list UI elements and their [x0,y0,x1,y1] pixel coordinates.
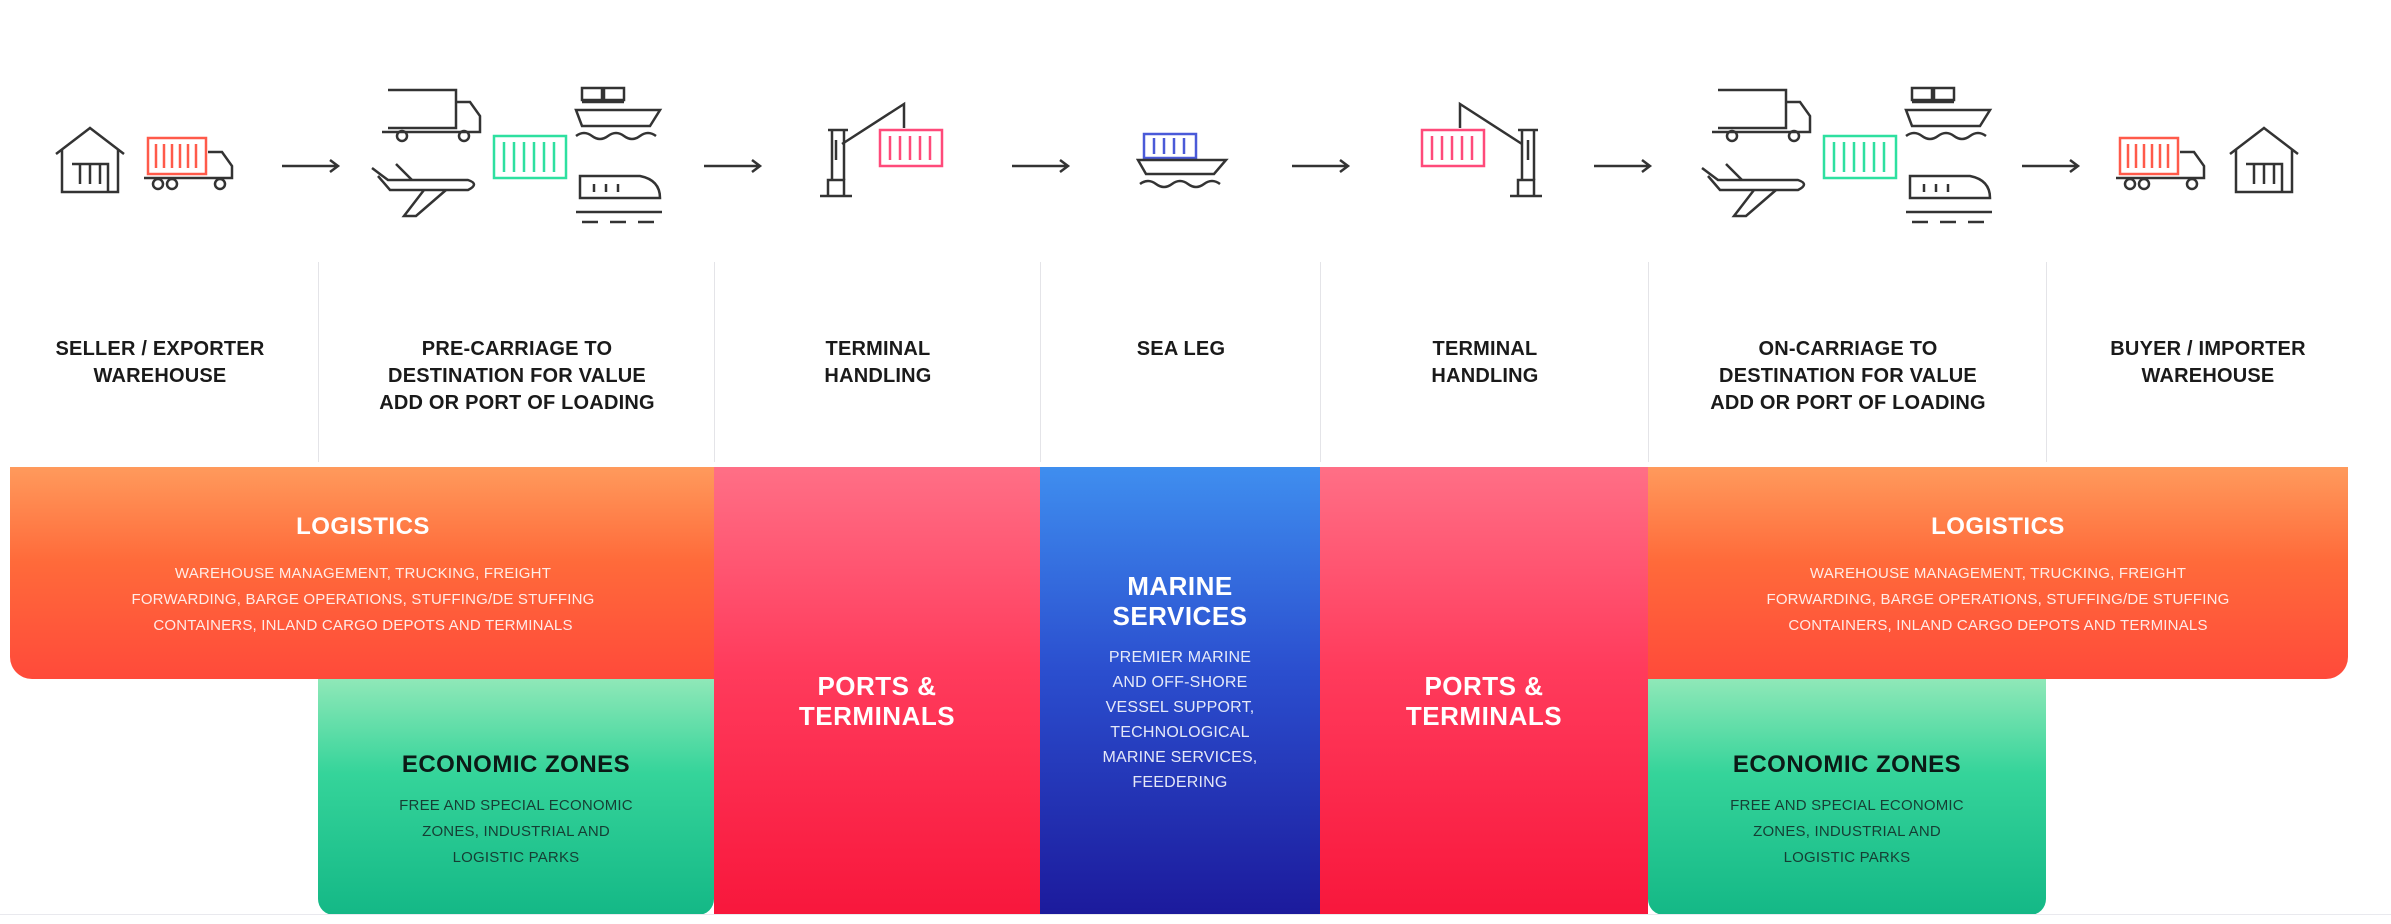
airplane-icon [1701,163,1806,218]
economic-zones-block-right: ECONOMIC ZONES FREE AND SPECIAL ECONOMIC… [1648,679,2046,915]
block-title: ECONOMIC ZONES [401,751,631,778]
arrow-right-icon [2022,159,2081,173]
block-title: LOGISTICS [1931,513,2065,540]
truck-icon [1712,88,1812,143]
train-icon [1906,174,1992,224]
stage5-icons [1418,100,1558,200]
block-title: MARINE SERVICES [1112,571,1248,631]
economic-zones-block-left: ECONOMIC ZONES FREE AND SPECIAL ECONOMIC… [318,679,714,915]
column-separator [1320,262,1321,462]
stage6-icons [1698,80,1998,230]
crane-icon [820,101,906,198]
block-title: ECONOMIC ZONES [1732,751,1962,778]
container-truck-icon [2116,136,2206,191]
block-description: FREE AND SPECIAL ECONOMIC ZONES, INDUSTR… [399,797,633,866]
block-title: LOGISTICS [296,513,430,540]
warehouse-icon [55,126,125,194]
container-icon [492,134,568,180]
ports-terminals-block-right: PORTS & TERMINALS [1320,467,1648,915]
truck-icon [382,88,482,143]
block-description: PREMIER MARINE AND OFF-SHORE VESSEL SUPP… [1102,649,1258,791]
column-separator [2046,262,2047,462]
container-icon [1420,128,1486,168]
column-separator [1648,262,1649,462]
bottom-divider [0,914,2391,915]
column-separator [318,262,319,462]
stage1-icons [52,118,252,198]
warehouse-icon [2229,126,2299,194]
arrow-right-icon [1292,159,1351,173]
stage-label-seller-warehouse: SELLER / EXPORTER WAREHOUSE [55,338,265,387]
arrow-right-icon [704,159,763,173]
airplane-icon [371,163,476,218]
block-description: WAREHOUSE MANAGEMENT, TRUCKING, FREIGHT … [131,565,595,634]
arrow-right-icon [282,159,341,173]
block-description: FREE AND SPECIAL ECONOMIC ZONES, INDUSTR… [1730,797,1964,866]
ship-icon [1136,132,1229,189]
block-description: WAREHOUSE MANAGEMENT, TRUCKING, FREIGHT … [1766,565,2230,634]
block-title: PORTS & TERMINALS [1405,671,1563,731]
arrow-right-icon [1012,159,1071,173]
cargo-ship-icon [574,86,663,141]
logistics-block-right: LOGISTICS WAREHOUSE MANAGEMENT, TRUCKING… [1648,467,2348,679]
ports-terminals-block-left: PORTS & TERMINALS [714,467,1040,915]
stage-label-terminal-handling: TERMINAL HANDLING [1431,338,1539,387]
logistics-block-left: LOGISTICS WAREHOUSE MANAGEMENT, TRUCKING… [10,467,716,679]
container-icon [1822,134,1898,180]
block-title: PORTS & TERMINALS [798,671,956,731]
stage-label-buyer-warehouse: BUYER / IMPORTER WAREHOUSE [2110,338,2306,387]
stage-label-pre-carriage: PRE-CARRIAGE TO DESTINATION FOR VALUE AD… [379,338,655,414]
cargo-ship-icon [1904,86,1993,141]
stage-label-sea-leg: SEA LEG [1136,338,1226,360]
container-truck-icon [144,136,234,191]
stage7-icons [2110,118,2310,198]
stage3-icons [808,100,948,200]
train-icon [576,174,662,224]
stage2-icons [368,80,668,230]
stage-label-terminal-handling: TERMINAL HANDLING [824,338,932,387]
marine-services-block: MARINE SERVICES PREMIER MARINE AND OFF-S… [1040,467,1320,915]
crane-icon [1458,101,1542,198]
column-separator [714,262,715,462]
stage4-icons [1136,128,1236,192]
container-icon [878,128,944,168]
stage-label-on-carriage: ON-CARRIAGE TO DESTINATION FOR VALUE ADD… [1710,338,1986,414]
arrow-right-icon [1594,159,1653,173]
column-separator [1040,262,1041,462]
